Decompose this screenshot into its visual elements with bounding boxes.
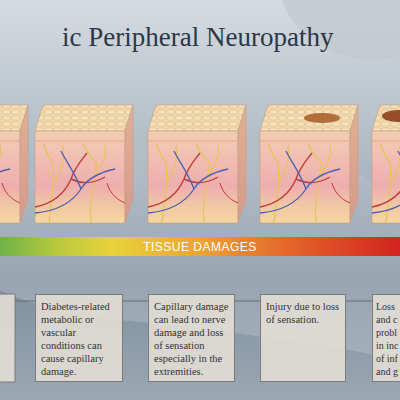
caption-box: Injury due to loss of sensation. (260, 294, 346, 382)
box-text: Diabetes-related metabolic or vascular c… (41, 300, 117, 378)
caption-box: Loss and c probl in inc of inf and g (372, 294, 400, 382)
box-text: Injury due to loss of sensation. (266, 300, 340, 326)
box-text: Capillary damage can lead to nerve damag… (154, 300, 229, 378)
caption-box: Capillary damage can lead to nerve damag… (148, 294, 235, 382)
box-text: Loss and c probl in inc of inf and g (376, 300, 400, 378)
band-label: TISSUE DAMAGES (143, 240, 257, 254)
title: ic Peripheral Neuropathy (62, 22, 333, 53)
connector-line (123, 301, 148, 302)
damage-scale-band: TISSUE DAMAGES (0, 237, 400, 256)
caption-box: Diabetes-related metabolic or vascular c… (35, 294, 123, 382)
connector-line (235, 301, 260, 302)
connector-line (346, 301, 372, 302)
